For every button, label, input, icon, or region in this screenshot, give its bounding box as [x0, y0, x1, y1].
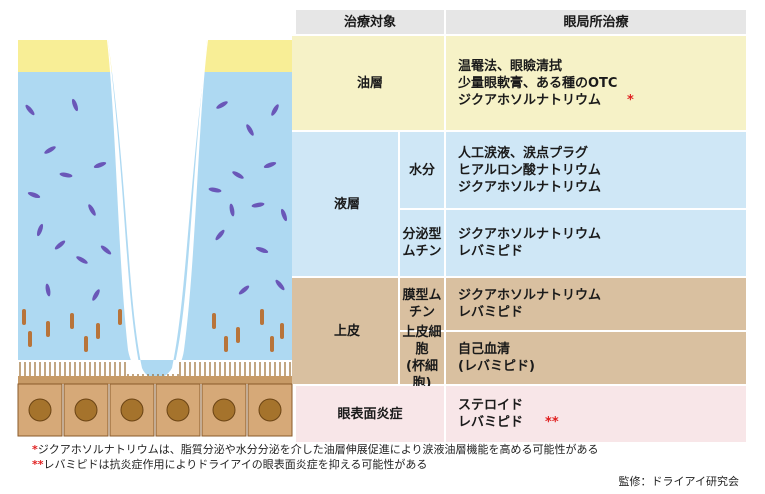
row-label-mucin: 分泌型 ムチン [400, 210, 444, 276]
goblet-drop [70, 313, 74, 329]
oil-layer-area-left [18, 40, 112, 72]
cell-nucleus [120, 398, 144, 422]
mucin-strand [271, 104, 279, 116]
mucin-strand [255, 246, 269, 254]
mucin-strand [88, 204, 96, 216]
mucin-strands [25, 98, 288, 301]
goblet-drop [224, 336, 228, 352]
footnote-2: **レバミピドは抗炎症作用によりドライアイの眼表面炎症を抑える可能性がある [32, 458, 427, 472]
membrane-line-1: ジクアホソルナトリウム [458, 288, 602, 303]
oil-layer-area-right [204, 40, 292, 72]
mucin-strand [36, 223, 44, 237]
mucin-strand [251, 202, 265, 208]
water-line-1: 人工涙液、涙点プラグ [458, 145, 589, 161]
row-label-membrane: 膜型ムチン [400, 278, 444, 330]
tear-film-illustration [17, 40, 293, 437]
mucin-line-1: ジクアホソルナトリウム [458, 227, 602, 242]
mucin-strand [275, 279, 285, 291]
mucin-strand [246, 124, 254, 136]
row-label-inflammation: 眼表面炎症 [296, 386, 444, 442]
row-label-liquid: 液層 [296, 132, 398, 276]
water-line-2: ヒアルロン酸ナトリウム [458, 162, 601, 178]
mucin-strand [59, 172, 73, 178]
mucin-strand [71, 98, 79, 112]
cell-apical-band [18, 376, 292, 384]
mucin-strand [27, 191, 41, 199]
mucin-strand [280, 208, 288, 222]
mucin-strand [238, 285, 250, 295]
cell-nucleus [74, 398, 98, 422]
mucin-strand [216, 101, 228, 109]
goblet-drop [46, 321, 50, 337]
epithelial-cells [17, 376, 293, 437]
footnote-2-mark: ** [32, 458, 44, 471]
row-label-water: 水分 [400, 132, 444, 208]
row-label-cells: 上皮細胞 (杯細胞) [400, 325, 444, 391]
inflammation-treatments: ステロイド レバミピド** [446, 386, 746, 442]
cells-line-1: 自己血清 [458, 342, 511, 357]
cell-nucleus [28, 398, 52, 422]
inflammation-line-1: ステロイド [458, 398, 524, 413]
goblet-drop [236, 327, 240, 343]
inflammation-asterisk: ** [545, 415, 559, 430]
goblet-drop [270, 336, 274, 352]
mucin-strand [232, 171, 244, 179]
goblet-drop [28, 331, 32, 347]
mucin-strand [208, 187, 222, 193]
goblet-drop [260, 309, 264, 325]
header-treatment: 眼局所治療 [446, 10, 746, 34]
mucin-strand [76, 256, 88, 264]
goblet-cells [22, 309, 284, 352]
membrane-treatments: ジクアホソルナトリウム レバミピド [446, 278, 746, 330]
goblet-drop [84, 336, 88, 352]
mucin-strand [44, 146, 56, 154]
water-treatments: 人工涙液、涙点プラグ ヒアルロン酸ナトリウム ジクアホソルナトリウム [446, 132, 746, 208]
mucin-label-2: ムチン [402, 244, 442, 259]
header-target: 治療対象 [296, 10, 444, 34]
mucin-strand [45, 283, 51, 297]
mucin-line-2: レバミピド [458, 244, 524, 259]
goblet-drop [280, 323, 284, 339]
mucin-strand [93, 161, 107, 169]
treatment-table: 治療対象 眼局所治療 油層 温罨法、眼瞼清拭 少量眼軟膏、ある種のOTC ジクア… [296, 10, 746, 442]
row-label-epithelium: 上皮 [296, 278, 398, 384]
cell-nucleus [258, 398, 282, 422]
cells-line-2: (レバミピド) [458, 359, 535, 374]
mucin-strand [25, 104, 35, 116]
supervision-credit: 監修：ドライアイ研究会 [618, 475, 739, 488]
microvilli [19, 362, 291, 384]
oil-line-1: 温罨法、眼瞼清拭 [458, 58, 563, 74]
oil-line-3: ジクアホソルナトリウム* [458, 92, 634, 108]
goblet-drop [22, 309, 26, 325]
mucin-label-1: 分泌型 [402, 227, 442, 242]
membrane-line-2: レバミピド [458, 305, 524, 320]
mucin-strand [263, 161, 277, 169]
inflammation-line-2: レバミピド** [458, 415, 559, 430]
footnote-1-mark: * [32, 443, 38, 456]
goblet-drop [96, 323, 100, 339]
cells-label-1: 上皮細胞 [402, 325, 442, 357]
goblet-drop [212, 313, 216, 329]
footnote-1-text: ジクアホソルナトリウムは、脂質分泌や水分分泌を介した油層伸展促進により涙液油層機… [37, 443, 599, 456]
mucin-strand [54, 240, 66, 250]
water-line-3: ジクアホソルナトリウム [458, 179, 602, 195]
footnote-1: *ジクアホソルナトリウムは、脂質分泌や水分分泌を介した油層伸展促進により涙液油層… [32, 443, 599, 457]
mucin-strand [215, 229, 225, 241]
cells-treatments: 自己血清 (レバミピド) [446, 332, 746, 384]
cell-nucleus [166, 398, 190, 422]
mucin-strand [92, 289, 100, 301]
connector-strip [292, 36, 298, 384]
mucin-strand [100, 245, 112, 255]
goblet-drop [118, 309, 122, 325]
mucin-treatments: ジクアホソルナトリウム レバミピド [446, 210, 746, 276]
liquid-layer-area [18, 72, 292, 379]
row-label-oil: 油層 [296, 36, 444, 130]
oil-treatments: 温罨法、眼瞼清拭 少量眼軟膏、ある種のOTC ジクアホソルナトリウム* [446, 36, 746, 130]
footnote-2-text: レバミピドは抗炎症作用によりドライアイの眼表面炎症を抑える可能性がある [43, 458, 428, 471]
cell-nucleus [212, 398, 236, 422]
oil-line-2: 少量眼軟膏、ある種のOTC [458, 75, 618, 91]
oil-asterisk: * [627, 92, 634, 108]
mucin-strand [229, 203, 235, 217]
